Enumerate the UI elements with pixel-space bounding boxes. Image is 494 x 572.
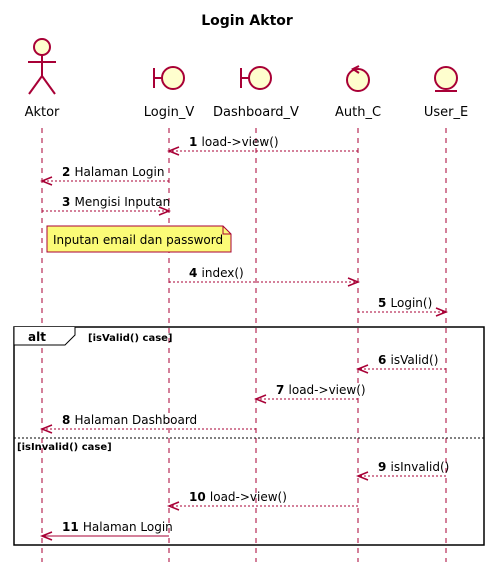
message-arrowhead xyxy=(253,394,267,404)
message-arrowhead xyxy=(39,176,53,186)
participant-login_v: Login_V xyxy=(144,66,195,120)
message-4: 4 index() xyxy=(169,266,361,287)
message-text: index() xyxy=(202,266,244,280)
message-number: 7 xyxy=(276,383,289,397)
participant-user_e: User_E xyxy=(424,66,468,120)
alt-fragment: alt [isValid() case] [isInvalid() case] xyxy=(13,326,485,546)
message-2: 2 Halaman Login xyxy=(39,165,169,186)
participant-label-dashboard_v: Dashboard_V xyxy=(213,105,299,120)
message-label: 2 Halaman Login xyxy=(62,165,164,179)
participant-aktor: Aktor xyxy=(25,38,60,120)
participant-label-login_v: Login_V xyxy=(144,105,195,120)
lifelines xyxy=(41,128,447,562)
control-icon xyxy=(346,65,370,92)
message-3: 3 Mengisi Inputan xyxy=(42,195,172,216)
message-label: 11 Halaman Login xyxy=(62,520,173,534)
message-8: 8 Halaman Dashboard xyxy=(39,413,256,434)
participant-label-aktor: Aktor xyxy=(25,105,60,120)
message-label: 6 isValid() xyxy=(378,353,438,367)
note: Inputan email dan password xyxy=(46,225,232,253)
message-label: 8 Halaman Dashboard xyxy=(62,413,197,427)
message-text: Halaman Dashboard xyxy=(75,413,198,427)
diagram-title: Login Aktor xyxy=(201,13,293,29)
message-text: isValid() xyxy=(391,353,439,367)
note-corner xyxy=(222,226,231,235)
message-label: 4 index() xyxy=(189,266,244,280)
message-arrowhead xyxy=(166,146,180,156)
message-text: Halaman Login xyxy=(75,165,165,179)
message-arrowhead xyxy=(355,364,369,374)
participant-dashboard_v: Dashboard_V xyxy=(213,66,299,120)
participant-label-user_e: User_E xyxy=(424,105,468,120)
message-number: 4 xyxy=(189,266,202,280)
message-number: 8 xyxy=(62,413,75,427)
message-label: 7 load->view() xyxy=(276,383,366,397)
actor-icon xyxy=(28,38,56,95)
message-label: 3 Mengisi Inputan xyxy=(62,195,170,209)
fragment-guard-invalid: [isInvalid() case] xyxy=(17,442,112,453)
message-arrowhead xyxy=(166,501,180,511)
boundary-icon xyxy=(240,66,272,90)
message-label: 1 load->view() xyxy=(189,135,279,149)
fragment-operator-tab xyxy=(13,327,76,346)
message-text: load->view() xyxy=(210,490,287,504)
message-6: 6 isValid() xyxy=(355,353,446,374)
participant-heads: Aktor Login_V Dashboard_V Auth_C User_E xyxy=(25,38,468,120)
message-arrowhead xyxy=(435,307,449,317)
message-11: 11 Halaman Login xyxy=(39,520,173,541)
message-9: 9 isInvalid() xyxy=(355,460,449,481)
message-number: 1 xyxy=(189,135,202,149)
message-label: 10 load->view() xyxy=(189,490,287,504)
message-arrowhead xyxy=(39,424,53,434)
message-7: 7 load->view() xyxy=(253,383,366,404)
note-text: Inputan email dan password xyxy=(53,233,223,247)
message-number: 11 xyxy=(62,520,83,534)
message-number: 6 xyxy=(378,353,391,367)
fragment-guard-valid: [isValid() case] xyxy=(88,333,173,344)
message-10: 10 load->view() xyxy=(166,490,358,511)
messages: 1 load->view() 2 Halaman Login 3 Mengisi I… xyxy=(39,135,449,541)
message-arrowhead xyxy=(355,471,369,481)
message-number: 9 xyxy=(378,460,391,474)
message-5: 5 Login() xyxy=(358,296,449,317)
message-1: 1 load->view() xyxy=(166,135,358,156)
message-label: 9 isInvalid() xyxy=(378,460,449,474)
message-text: isInvalid() xyxy=(391,460,450,474)
fragment-operator: alt xyxy=(28,330,46,344)
message-number: 10 xyxy=(189,490,210,504)
message-text: load->view() xyxy=(289,383,366,397)
message-number: 5 xyxy=(378,296,391,310)
participant-label-auth_c: Auth_C xyxy=(335,105,381,120)
message-arrowhead xyxy=(39,531,53,541)
boundary-icon xyxy=(153,66,185,90)
note-box xyxy=(46,225,232,253)
entity-icon xyxy=(434,66,458,92)
message-text: Mengisi Inputan xyxy=(75,195,171,209)
message-text: Halaman Login xyxy=(83,520,173,534)
fragment-border xyxy=(13,326,485,546)
message-text: load->view() xyxy=(202,135,279,149)
message-text: Login() xyxy=(391,296,433,310)
participant-auth_c: Auth_C xyxy=(335,65,381,120)
message-number: 3 xyxy=(62,195,75,209)
message-label: 5 Login() xyxy=(378,296,432,310)
message-arrowhead xyxy=(347,277,361,287)
message-arrowhead xyxy=(158,206,172,216)
message-number: 2 xyxy=(62,165,75,179)
